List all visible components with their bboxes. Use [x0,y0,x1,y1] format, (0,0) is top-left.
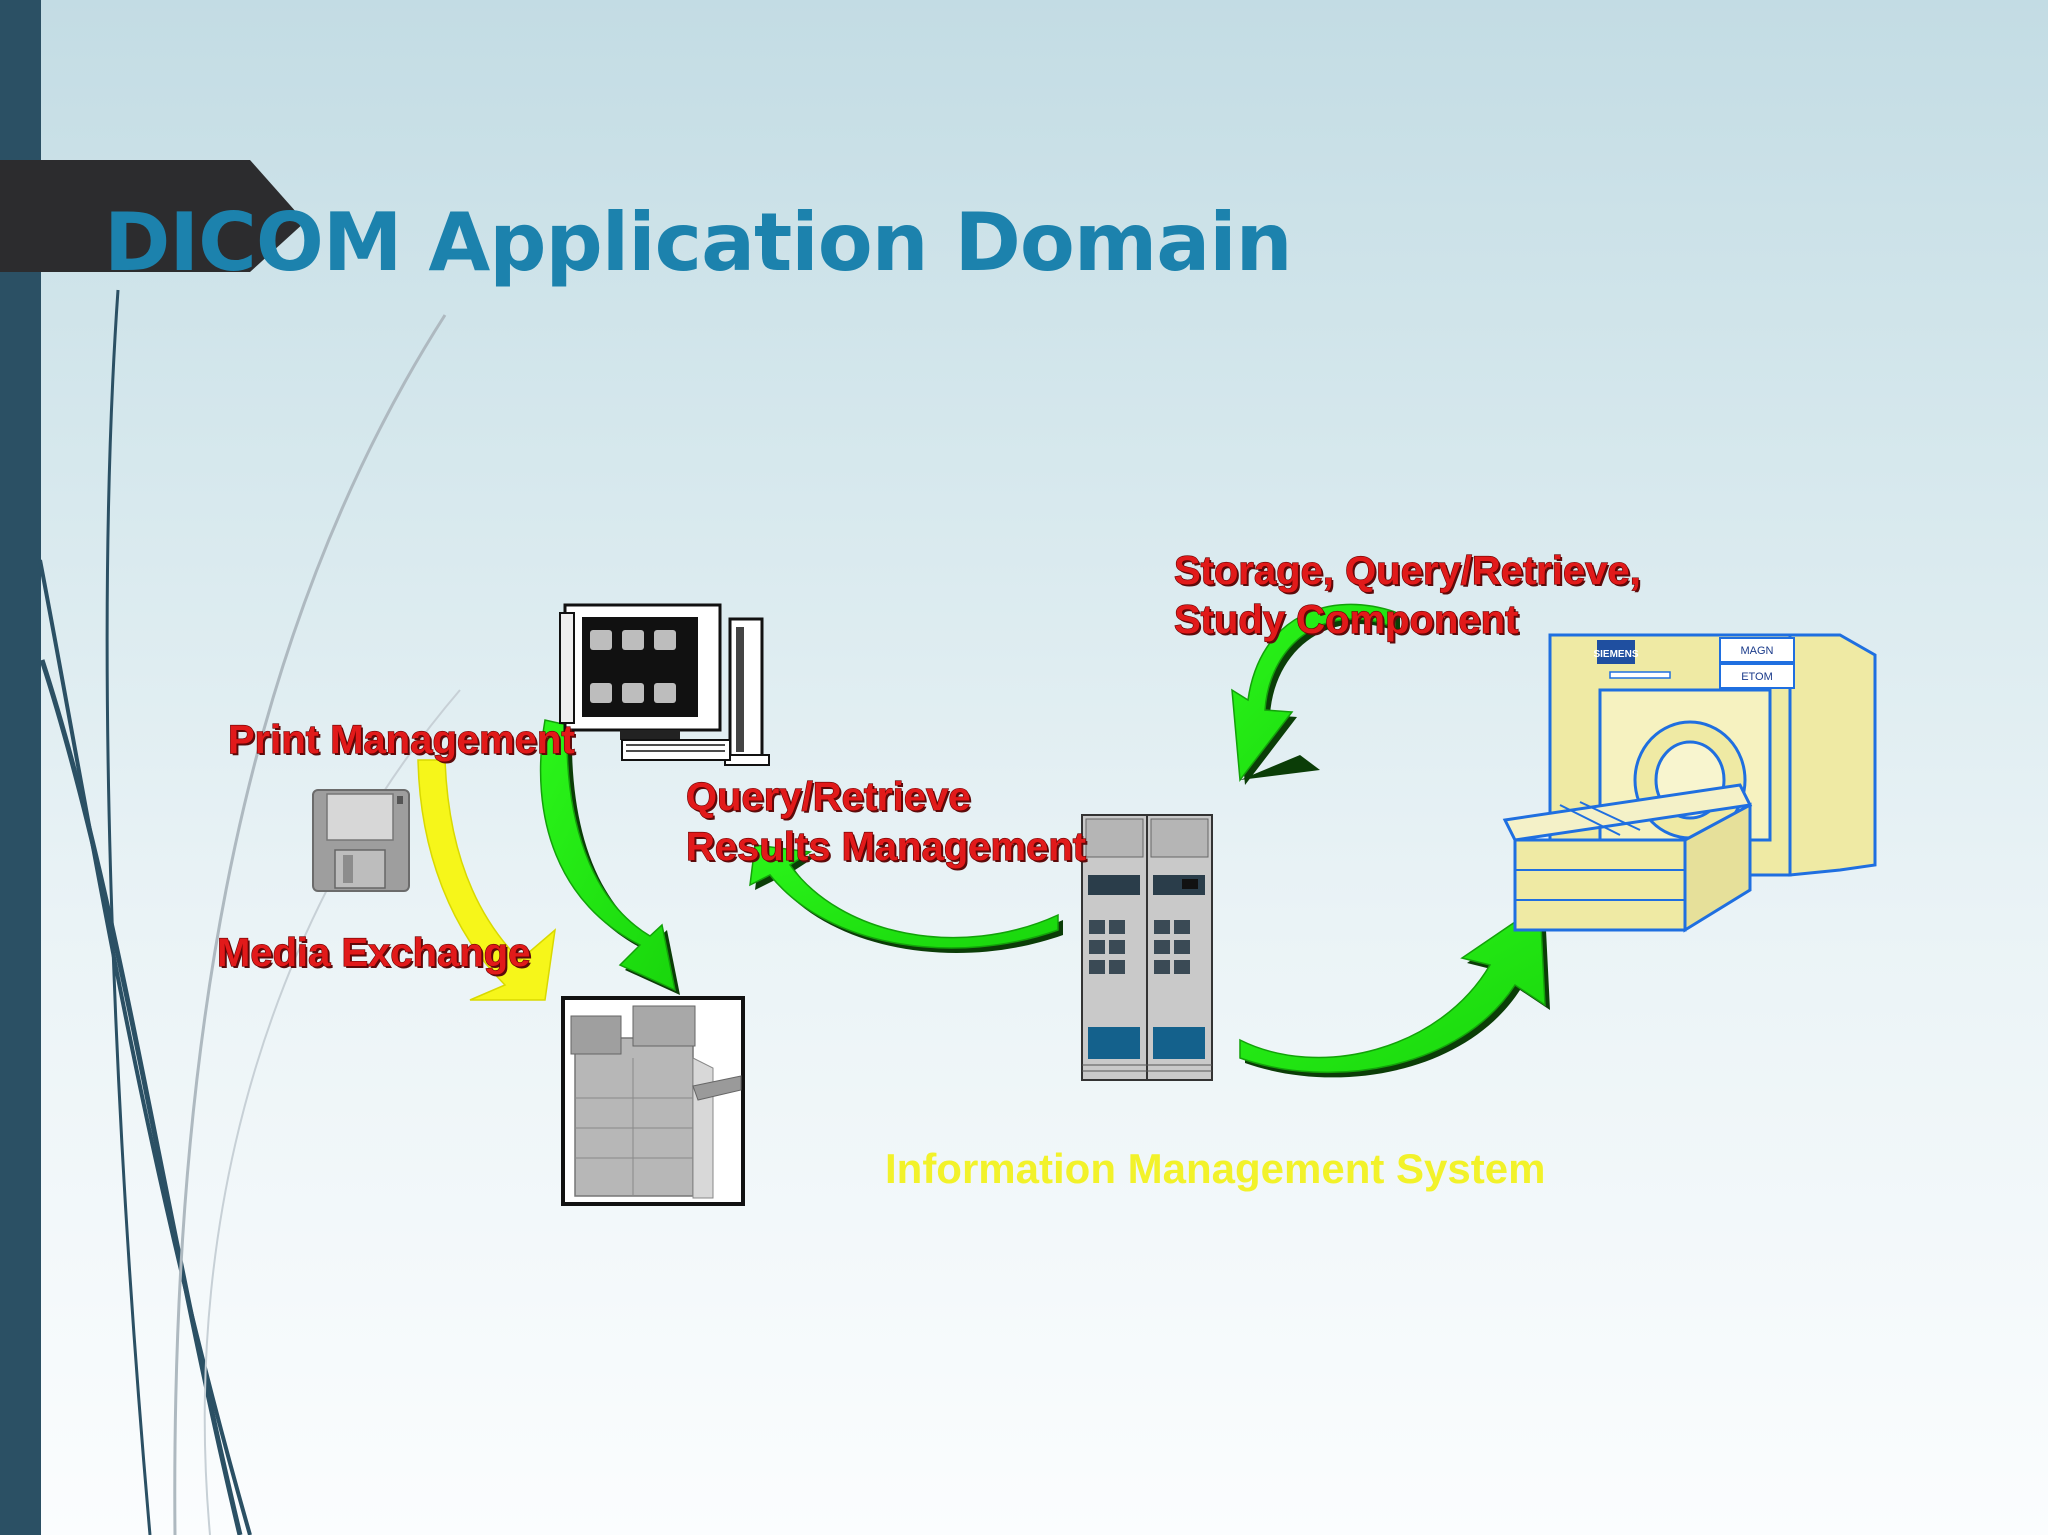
svg-text:Query/Retrieve: Query/Retrieve [688,777,973,821]
workstation-icon [559,603,770,766]
scanner-panel-line2: ETOM [1741,671,1773,683]
mri-scanner-icon: SIEMENS MAGN ETOM [1502,633,1877,933]
printer-icon [561,996,745,1206]
svg-text:Results Management: Results Management [688,827,1088,871]
label-query-retrieve: Query/Retrieve Query/Retrieve Results Ma… [685,774,1088,871]
decorative-curves [38,289,461,1535]
green-arrow-workstation-to-printer [539,719,680,995]
svg-text:Print Management: Print Management [230,720,577,764]
svg-text:Storage, Query/Retrieve,: Storage, Query/Retrieve, [1176,551,1643,595]
svg-text:Storage, Query/Retrieve,: Storage, Query/Retrieve, [1174,549,1641,593]
svg-text:Query/Retrieve: Query/Retrieve [686,775,971,819]
label-print-management: Print Management Print Management [227,717,577,764]
scanner-panel-line1: MAGN [1741,645,1774,657]
floppy-disk-icon [312,789,410,892]
svg-text:Results Management: Results Management [686,825,1086,869]
svg-text:Media Exchange: Media Exchange [217,931,530,975]
green-arrow-scanner-to-server [1231,603,1400,785]
svg-text:Study Component: Study Component [1174,598,1518,642]
label-storage-query-retrieve: Storage, Query/Retrieve, Storage, Query/… [1173,548,1643,644]
svg-text:Print Management: Print Management [228,718,575,762]
green-arrow-server-to-scanner [1239,903,1550,1078]
svg-text:Study Component: Study Component [1176,600,1520,644]
yellow-arrow [417,759,557,1001]
label-media-exchange: Media Exchange Media Exchange [216,930,532,977]
title-tab-shape [0,160,305,272]
server-rack-icon [1081,814,1213,1081]
scanner-brand: SIEMENS [1593,649,1638,660]
svg-text:Media Exchange: Media Exchange [219,933,532,977]
green-arrow-server-to-workstation [749,844,1063,953]
slide-title: DICOM Application Domain [104,196,1293,289]
label-information-management-system: Information Management System [885,1145,1545,1192]
